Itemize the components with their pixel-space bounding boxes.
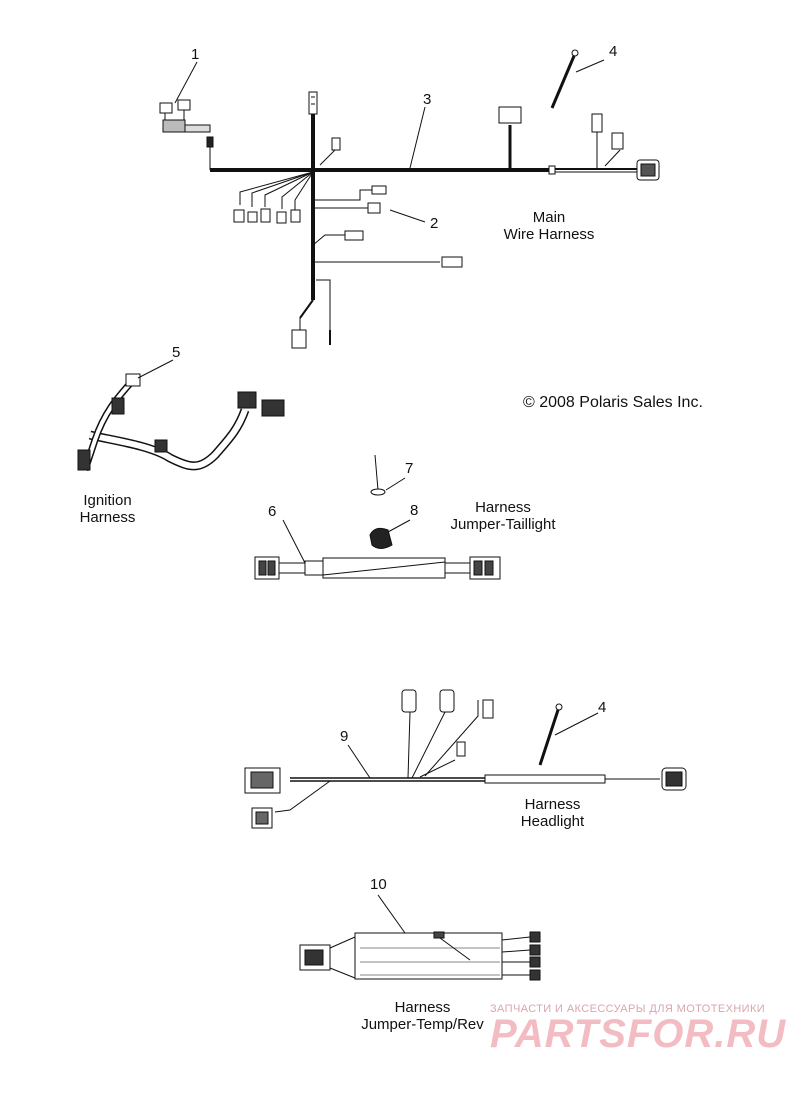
taillight-jumper-drawing <box>254 454 501 580</box>
caption-temp-rev-line2: Jumper-Temp/Rev <box>361 1015 484 1033</box>
caption-headlight-harness: Harness Headlight <box>505 796 600 830</box>
callout-10: 10 <box>370 876 387 893</box>
caption-temp-rev-jumper: Harness Jumper-Temp/Rev <box>355 999 490 1033</box>
caption-taillight-line2: Jumper-Taillight <box>450 515 556 533</box>
caption-headlight-line2: Headlight <box>520 812 585 830</box>
caption-main-line2: Wire Harness <box>503 225 595 243</box>
callout-4: 4 <box>609 43 618 60</box>
caption-ignition-harness: Ignition Harness <box>60 492 155 526</box>
caption-ignition-line1: Ignition <box>83 492 132 509</box>
caption-temp-rev-line1: Harness <box>394 999 451 1016</box>
watermark-brand-logo: PARTSFOR.RU <box>490 1012 787 1056</box>
caption-main-wire-harness: Main Wire Harness <box>494 209 604 243</box>
caption-taillight-line1: Harness <box>475 499 531 516</box>
ignition-harness-drawing <box>77 373 285 472</box>
copyright-notice: © 2008 Polaris Sales Inc. <box>523 394 703 411</box>
watermark-tagline: ЗАПЧАСТИ И АКСЕССУАРЫ ДЛЯ МОТОТЕХНИКИ <box>490 1003 766 1015</box>
caption-ignition-line2: Harness <box>79 508 136 526</box>
callout-9: 9 <box>340 728 349 745</box>
main-wire-harness-drawing <box>159 49 660 349</box>
temp-rev-jumper-drawing <box>299 931 541 981</box>
callout-1: 1 <box>191 46 200 63</box>
caption-headlight-line1: Harness <box>524 796 581 813</box>
callout-3: 3 <box>423 91 432 108</box>
callout-4-headlight: 4 <box>598 699 607 716</box>
headlight-harness-drawing <box>244 689 687 829</box>
callout-leaders <box>137 59 605 934</box>
callout-6: 6 <box>268 503 277 520</box>
callout-2: 2 <box>430 215 439 232</box>
caption-main-line1: Main <box>532 209 566 226</box>
callout-8: 8 <box>410 502 419 519</box>
caption-taillight-jumper: Harness Jumper-Taillight <box>428 499 578 533</box>
callout-5: 5 <box>172 344 181 361</box>
callout-7: 7 <box>405 460 414 477</box>
